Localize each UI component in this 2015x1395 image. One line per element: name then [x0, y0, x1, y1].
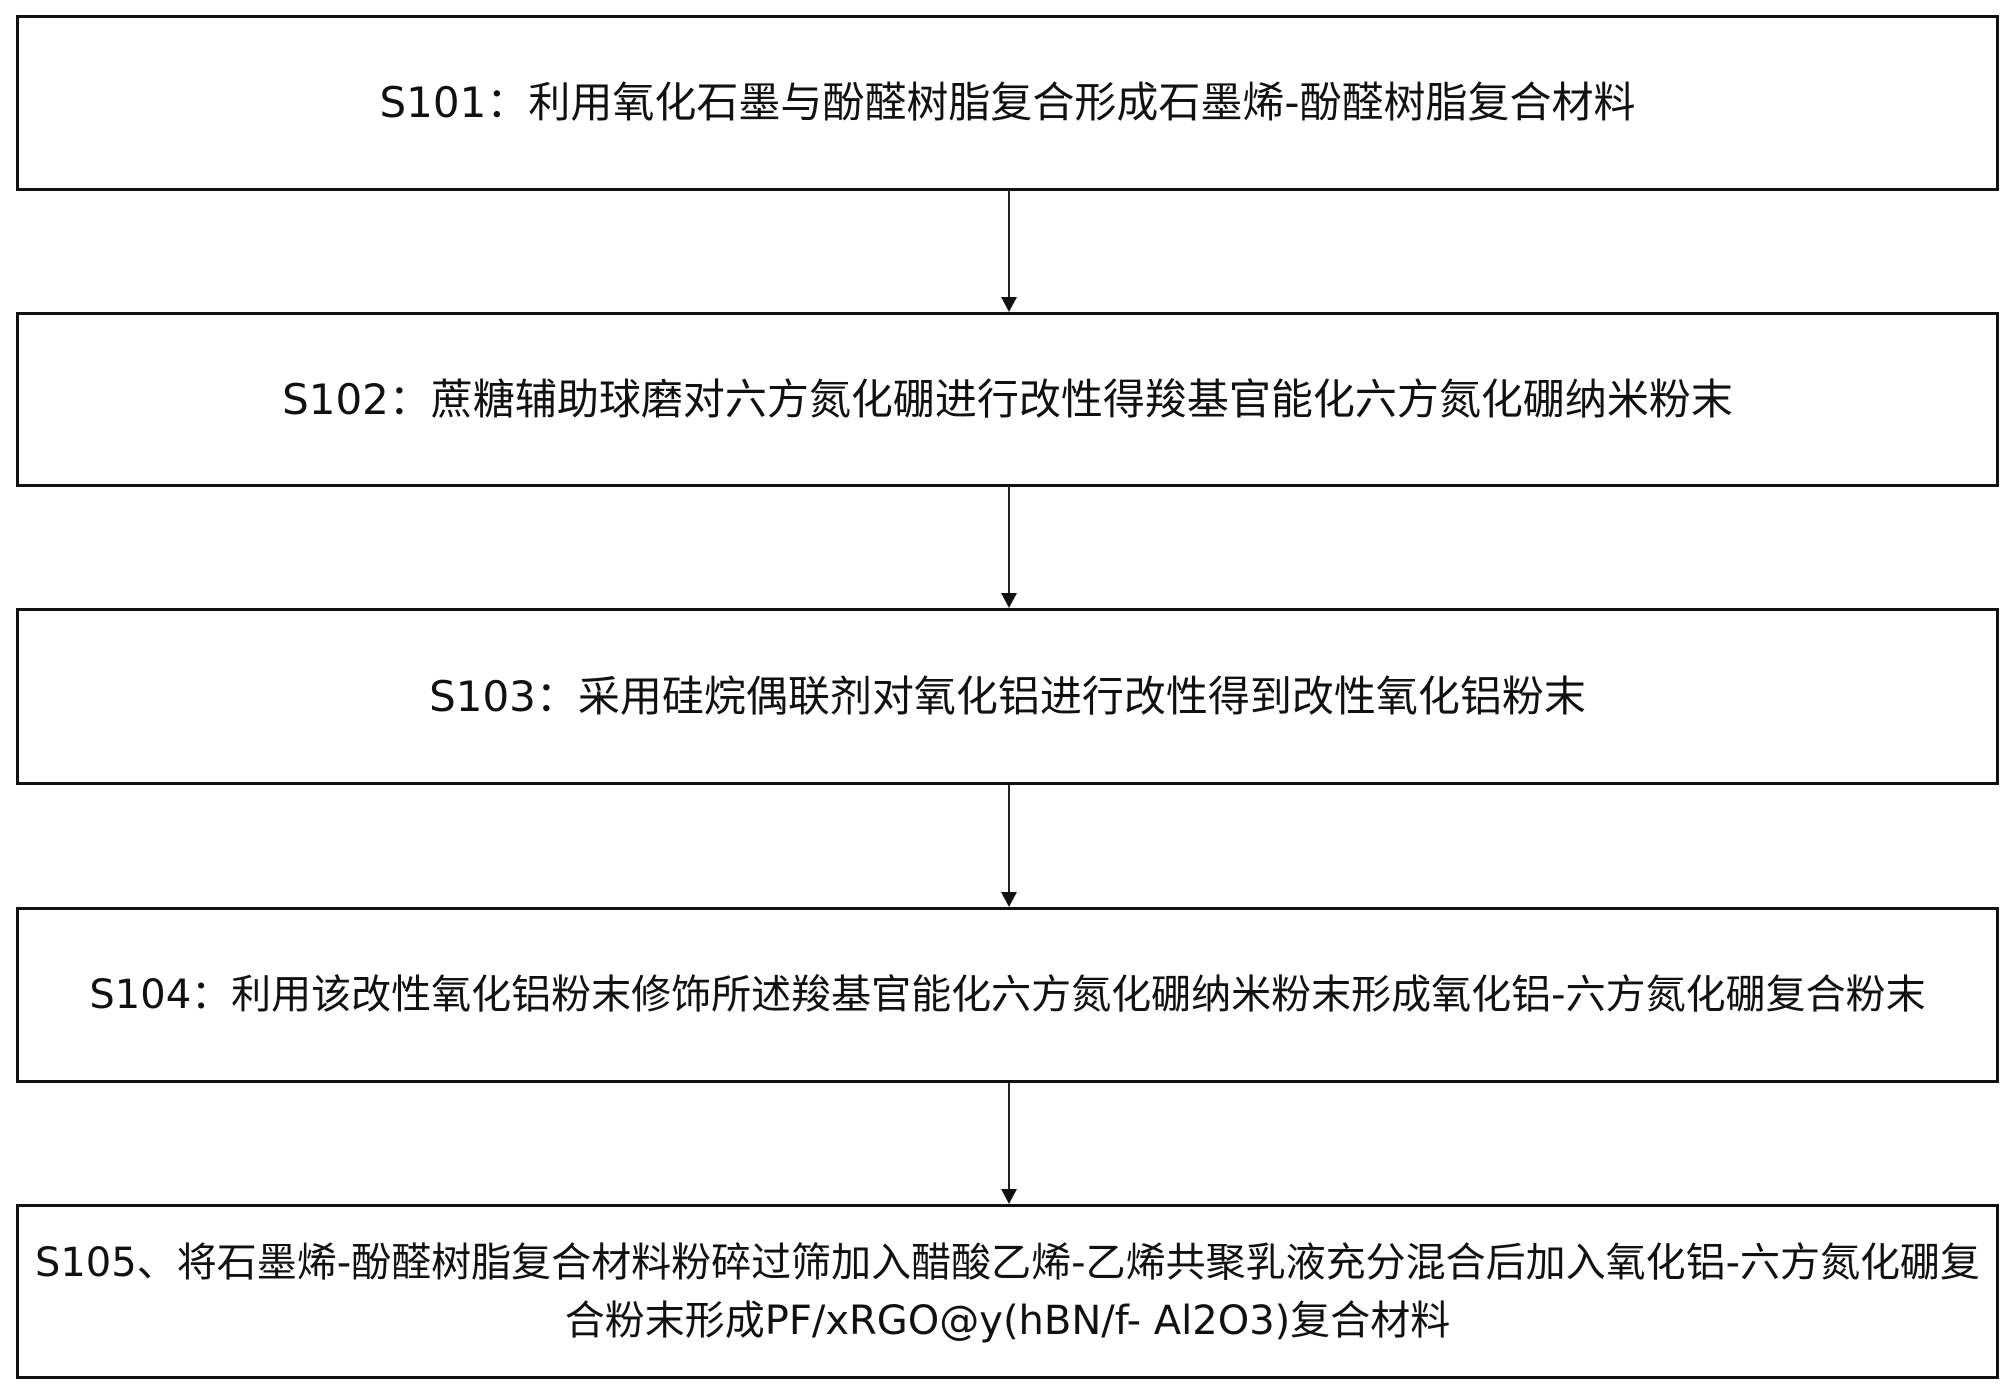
- step-box-s105: S105、将石墨烯-酚醛树脂复合材料粉碎过筛加入醋酸乙烯-乙烯共聚乳液充分混合后…: [16, 1204, 1999, 1379]
- arrow-head-icon: [1001, 297, 1017, 312]
- step-box-s103: S103：采用硅烷偶联剂对氧化铝进行改性得到改性氧化铝粉末: [16, 608, 1999, 785]
- step-text-s104: S104：利用该改性氧化铝粉末修饰所述羧基官能化六方氮化硼纳米粉末形成氧化铝-六…: [89, 972, 1926, 1018]
- arrow-s101-to-s102: [1008, 191, 1010, 299]
- arrow-head-icon: [1001, 1189, 1017, 1204]
- step-box-s102: S102：蔗糖辅助球磨对六方氮化硼进行改性得羧基官能化六方氮化硼纳米粉末: [16, 312, 1999, 487]
- step-text-s101: S101：利用氧化石墨与酚醛树脂复合形成石墨烯-酚醛树脂复合材料: [379, 78, 1636, 127]
- step-box-s104: S104：利用该改性氧化铝粉末修饰所述羧基官能化六方氮化硼纳米粉末形成氧化铝-六…: [16, 907, 1999, 1083]
- arrow-s103-to-s104: [1008, 785, 1010, 893]
- step-text-s105: S105、将石墨烯-酚醛树脂复合材料粉碎过筛加入醋酸乙烯-乙烯共聚乳液充分混合后…: [34, 1239, 1981, 1344]
- step-text-s103: S103：采用硅烷偶联剂对氧化铝进行改性得到改性氧化铝粉末: [429, 671, 1586, 721]
- arrow-s104-to-s105: [1008, 1083, 1010, 1191]
- arrow-head-icon: [1001, 593, 1017, 608]
- step-box-s101: S101：利用氧化石墨与酚醛树脂复合形成石墨烯-酚醛树脂复合材料: [16, 15, 1999, 191]
- step-text-s102: S102：蔗糖辅助球磨对六方氮化硼进行改性得羧基官能化六方氮化硼纳米粉末: [282, 374, 1733, 424]
- arrow-s102-to-s103: [1008, 487, 1010, 595]
- arrow-head-icon: [1001, 892, 1017, 907]
